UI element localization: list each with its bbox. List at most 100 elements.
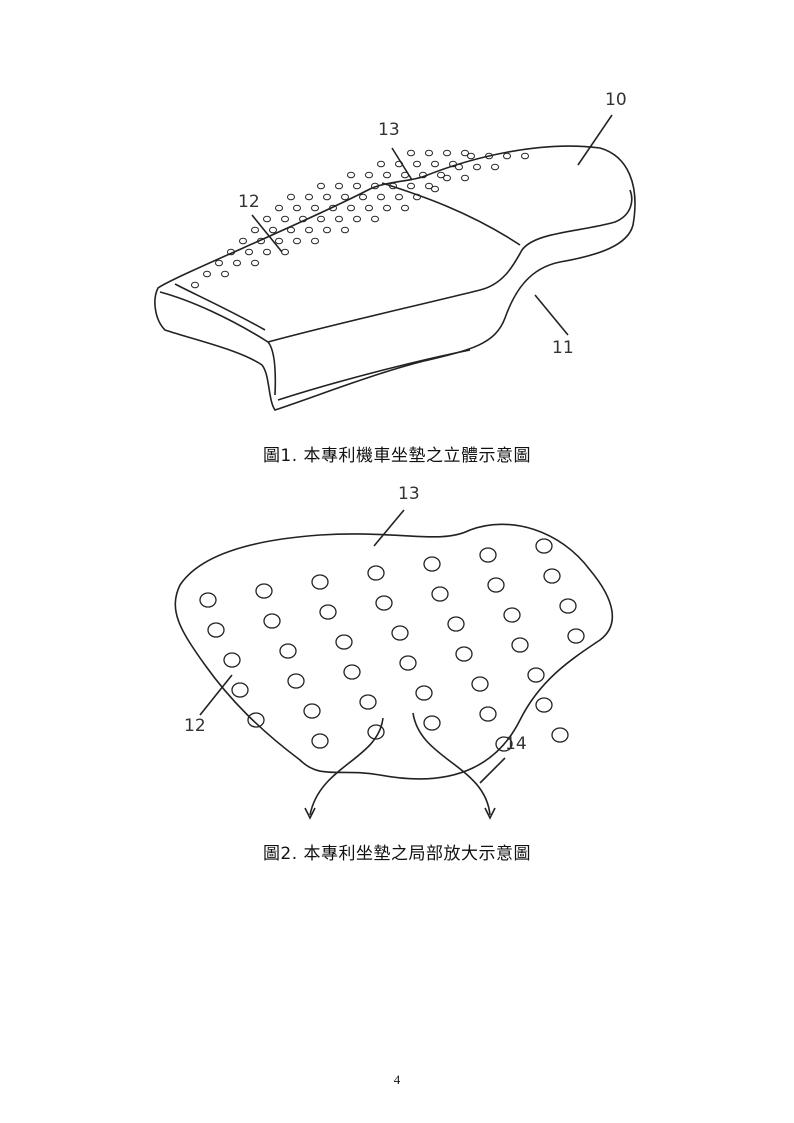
bump bbox=[279, 643, 297, 659]
bump bbox=[335, 634, 353, 650]
bump bbox=[551, 727, 569, 743]
bump bbox=[395, 193, 403, 201]
bump bbox=[383, 204, 391, 212]
bump bbox=[341, 193, 349, 201]
bump bbox=[413, 193, 421, 201]
bump bbox=[367, 724, 385, 740]
leader-11 bbox=[534, 294, 569, 336]
bump bbox=[479, 706, 497, 722]
seat-top-surface-edge bbox=[267, 189, 633, 343]
bump bbox=[263, 248, 271, 256]
bump bbox=[535, 538, 553, 554]
bump bbox=[511, 637, 529, 653]
bump bbox=[399, 655, 417, 671]
bump bbox=[543, 568, 561, 584]
bump bbox=[275, 204, 283, 212]
bump bbox=[281, 215, 289, 223]
bump bbox=[335, 215, 343, 223]
bump bbox=[319, 604, 337, 620]
bump bbox=[231, 682, 249, 698]
airflow-arrow-left bbox=[309, 717, 384, 816]
bump bbox=[245, 248, 253, 256]
bump bbox=[293, 237, 301, 245]
leader-10 bbox=[577, 114, 613, 166]
seat-inner-border bbox=[174, 283, 266, 331]
bump bbox=[305, 226, 313, 234]
bump bbox=[367, 565, 385, 581]
bump bbox=[221, 270, 229, 278]
leader-13 bbox=[373, 509, 405, 547]
bump bbox=[311, 574, 329, 590]
bump bbox=[461, 174, 469, 182]
label-12-fig2: 12 bbox=[184, 716, 206, 736]
bump bbox=[311, 733, 329, 749]
bump bbox=[503, 152, 511, 160]
bump bbox=[455, 646, 473, 662]
bump bbox=[247, 712, 265, 728]
bump bbox=[203, 270, 211, 278]
leader-14 bbox=[479, 757, 506, 784]
bump bbox=[365, 171, 373, 179]
bump bbox=[431, 160, 439, 168]
bump bbox=[377, 160, 385, 168]
bump bbox=[473, 163, 481, 171]
bump bbox=[257, 237, 265, 245]
bump bbox=[329, 204, 337, 212]
leader-12 bbox=[199, 674, 233, 716]
bump bbox=[359, 193, 367, 201]
closeup-outline bbox=[174, 523, 614, 780]
bump bbox=[343, 664, 361, 680]
airflow-arrow-right bbox=[412, 712, 491, 816]
bump bbox=[467, 152, 475, 160]
bump bbox=[527, 667, 545, 683]
bump bbox=[287, 226, 295, 234]
figure1-seat bbox=[154, 114, 636, 411]
bump bbox=[281, 248, 289, 256]
bump bbox=[371, 215, 379, 223]
seat-bottom-line bbox=[277, 349, 471, 401]
bump bbox=[207, 622, 225, 638]
bump bbox=[223, 652, 241, 668]
bump bbox=[233, 259, 241, 267]
bump bbox=[293, 204, 301, 212]
bump bbox=[365, 204, 373, 212]
bump bbox=[567, 628, 585, 644]
bump bbox=[287, 193, 295, 201]
label-11: 11 bbox=[552, 338, 574, 358]
bump bbox=[425, 149, 433, 157]
page-number: 4 bbox=[393, 1072, 401, 1087]
bump bbox=[535, 697, 553, 713]
label-13-fig2: 13 bbox=[398, 484, 420, 504]
bump bbox=[413, 160, 421, 168]
bump bbox=[353, 215, 361, 223]
bump bbox=[191, 281, 199, 289]
bump bbox=[353, 182, 361, 190]
bump bbox=[485, 152, 493, 160]
bump bbox=[375, 595, 393, 611]
bump bbox=[347, 204, 355, 212]
bump bbox=[423, 556, 441, 572]
bump bbox=[495, 736, 513, 752]
bump bbox=[251, 226, 259, 234]
bump bbox=[415, 685, 433, 701]
bump bbox=[347, 171, 355, 179]
bump bbox=[317, 215, 325, 223]
bump bbox=[401, 171, 409, 179]
bump bbox=[401, 204, 409, 212]
bump bbox=[323, 193, 331, 201]
seat-outline bbox=[154, 145, 636, 411]
bump bbox=[215, 259, 223, 267]
bump bbox=[227, 248, 235, 256]
bump bbox=[341, 226, 349, 234]
seat-divider bbox=[381, 182, 521, 246]
bump bbox=[311, 237, 319, 245]
bump bbox=[447, 616, 465, 632]
bump bbox=[437, 171, 445, 179]
bump bbox=[263, 215, 271, 223]
figure2-caption: 圖2. 本專利坐墊之局部放大示意圖 bbox=[262, 844, 532, 864]
bump bbox=[431, 586, 449, 602]
bump bbox=[299, 215, 307, 223]
bump bbox=[487, 577, 505, 593]
bump bbox=[263, 613, 281, 629]
